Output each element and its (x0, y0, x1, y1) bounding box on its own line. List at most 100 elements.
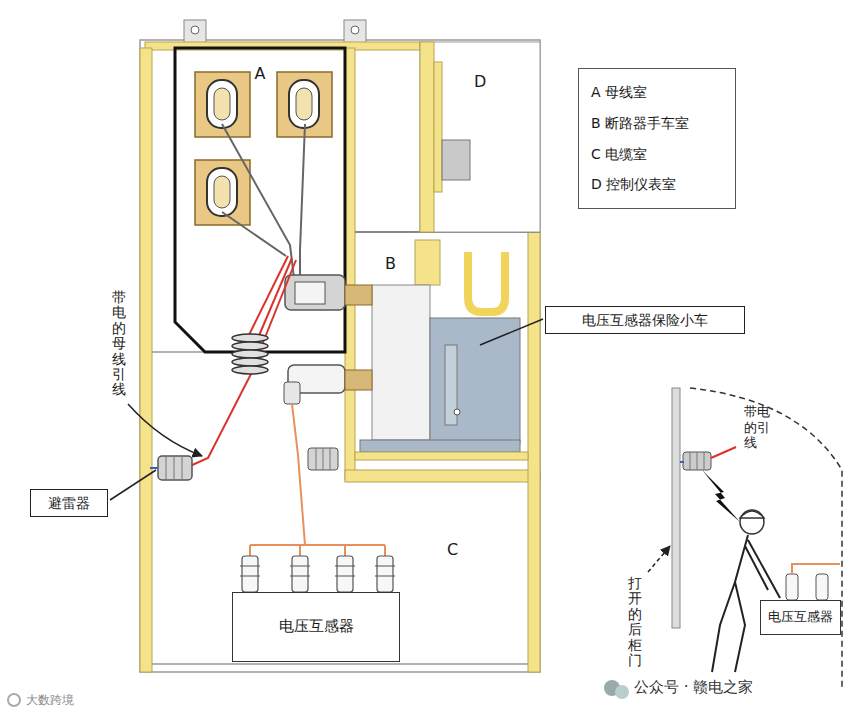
leader-line (110, 470, 156, 500)
pt-bushing (240, 566, 395, 576)
legend-box: A 母线室B 断路器手车室C 电缆室D 控制仪表室 (578, 68, 736, 209)
legend-text: A 母线室 (591, 77, 647, 108)
compartment-letter: D (474, 72, 486, 93)
cabinet-frame (191, 26, 199, 34)
contact-bushing (295, 282, 325, 304)
callout-text: 带电的引线 (744, 404, 774, 451)
busbar-insulator (195, 72, 332, 225)
busbar-wire (300, 124, 305, 278)
breaker-compartment: B (355, 232, 528, 470)
live-red-wire (255, 258, 292, 345)
inset-scene (672, 388, 842, 690)
busbar-wire (222, 124, 294, 278)
pt-bushing (337, 556, 353, 592)
control-compartment: D (440, 42, 540, 232)
busbar-insulator (289, 80, 319, 128)
control-compartment (442, 140, 470, 180)
callout-box: 电压互感器保险小车 (545, 306, 745, 334)
watermark: 大数跨境 (26, 693, 74, 709)
surge-arrester (158, 456, 192, 480)
cabinet-frame (152, 663, 528, 665)
cabinet-frame (351, 26, 359, 34)
orange-wire (250, 544, 385, 546)
compartment-letter: A (255, 64, 266, 85)
surge-arrester (166, 456, 182, 480)
busbar-insulator (214, 176, 230, 208)
legend-text: B 断路器手车室 (591, 108, 689, 139)
current-transformer (232, 334, 268, 342)
cable-bushing (308, 448, 338, 470)
inset-scene (816, 574, 828, 600)
inset-scene (702, 470, 740, 522)
voltage-transformer: 电压互感器 (232, 592, 400, 662)
component-label: 电压互感器 (768, 609, 833, 626)
busbar-insulator (214, 88, 230, 120)
pt-bushing (377, 556, 393, 592)
cable-bushing (330, 448, 331, 470)
busbar-compartment: A (175, 48, 345, 352)
live-red-wire (190, 256, 296, 466)
inset-scene (683, 452, 711, 470)
leader-line (480, 319, 543, 345)
breaker-truck-compartment (372, 285, 430, 440)
current-transformer (232, 350, 268, 358)
leader-line (128, 404, 202, 456)
inset-scene (740, 511, 764, 518)
busbar-insulator (195, 72, 250, 137)
control-compartment (434, 62, 442, 192)
inset-scene (690, 388, 842, 690)
cabinet-frame (140, 20, 540, 672)
busbar-compartment-outline (175, 48, 345, 352)
voltage-transformer: 电压互感器 (760, 600, 841, 635)
breaker-truck-compartment (430, 318, 520, 443)
pt-bushing (292, 556, 308, 592)
current-transformer (232, 358, 268, 366)
surge-arrester (150, 456, 192, 480)
callout-text: 电压互感器保险小车 (582, 311, 708, 329)
cabinet-frame (345, 470, 540, 482)
compartment-letter: C (447, 540, 458, 561)
cabinet-frame (140, 40, 540, 672)
component-label: 电压互感器 (279, 617, 354, 637)
orange-wire (299, 545, 301, 556)
pt-bushing (242, 556, 258, 592)
orange-wire (250, 404, 385, 556)
contact-bushing (285, 275, 345, 310)
contact-bushing (285, 275, 372, 310)
breaker-truck-compartment (468, 252, 505, 312)
busbar-insulator (296, 88, 312, 120)
live-red-wire (262, 260, 296, 345)
cable-bushing (323, 448, 324, 470)
watermark-icon (8, 694, 20, 706)
orange-wire (344, 545, 346, 556)
current-transformer (232, 366, 268, 374)
contact-bushing (345, 285, 372, 305)
control-compartment (420, 42, 434, 232)
cable-bushing (316, 448, 317, 470)
fuse (284, 382, 300, 404)
busbar-wire (222, 124, 305, 278)
current-transformer (232, 334, 268, 374)
fuse (345, 370, 372, 390)
control-compartment (420, 42, 540, 232)
inset-scene (672, 388, 680, 628)
surge-arrester (150, 467, 158, 469)
inset-scene (792, 564, 840, 574)
legend-text: D 控制仪表室 (591, 169, 676, 200)
watermark: 公众号 · 赣电之家 (634, 678, 753, 698)
inset-scene (786, 574, 798, 600)
callout-box: 避雷器 (30, 489, 108, 517)
busbar-insulator (207, 168, 237, 216)
leader-line (648, 546, 670, 572)
leader-line (110, 319, 670, 572)
breaker-truck-compartment (355, 452, 528, 460)
busbar-compartment-outline (175, 48, 345, 352)
inset-scene (690, 452, 704, 470)
inset-scene (680, 461, 684, 463)
watermark-icon (8, 680, 629, 706)
live-red-wire (190, 372, 252, 466)
callout-text: 带电的母线引线 (112, 290, 126, 398)
watermark-icon (615, 685, 629, 699)
breaker-truck-compartment (415, 240, 440, 285)
